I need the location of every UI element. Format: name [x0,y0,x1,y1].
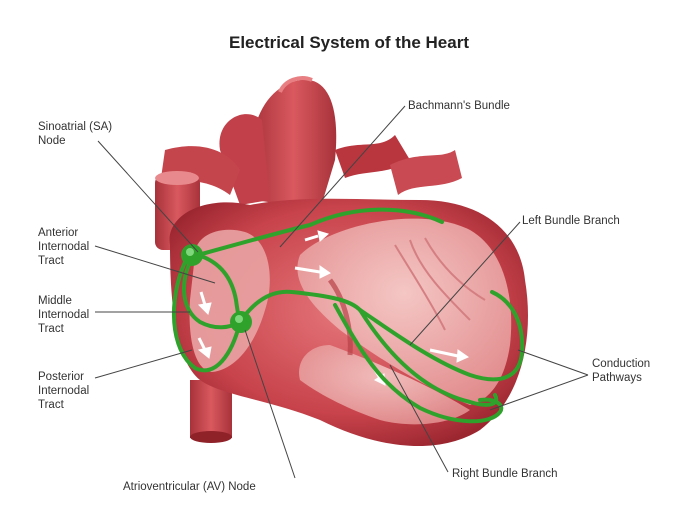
label-middle-internodal-tract: Middle Internodal Tract [38,294,89,336]
label-left-bundle-branch: Left Bundle Branch [522,214,620,228]
label-posterior-internodal-tract: Posterior Internodal Tract [38,370,89,412]
label-sa-node: Sinoatrial (SA) Node [38,120,112,148]
label-anterior-internodal-tract: Anterior Internodal Tract [38,226,89,268]
label-bachmanns-bundle: Bachmann's Bundle [408,99,510,113]
label-conduction-pathways: Conduction Pathways [592,357,650,385]
label-av-node: Atrioventricular (AV) Node [123,480,256,494]
av-node [230,311,252,333]
label-right-bundle-branch: Right Bundle Branch [452,467,557,481]
diagram-title: Electrical System of the Heart [0,33,698,53]
sa-node [181,244,203,266]
